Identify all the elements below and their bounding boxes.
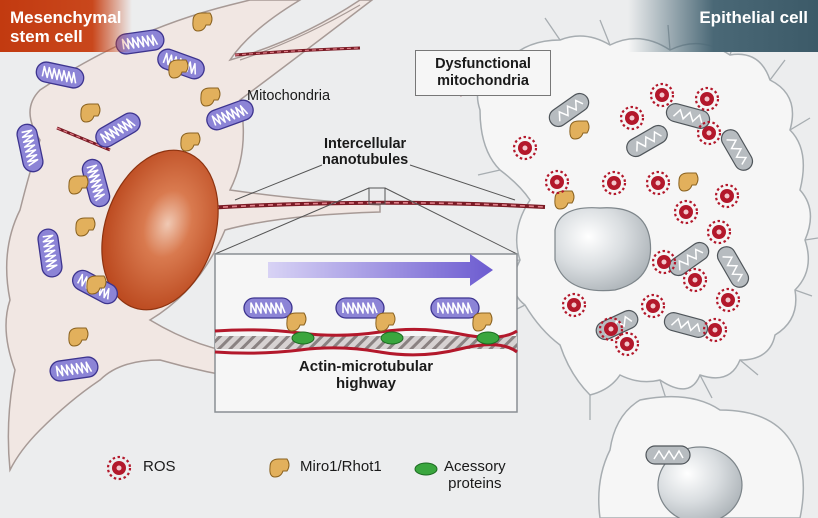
mitochondria-label: Mitochondria bbox=[247, 88, 331, 104]
epithelial-cell-tag: Epithelial cell bbox=[628, 0, 818, 52]
mesenchymal-stem-cell-tag: Mesenchymal stem cell bbox=[0, 0, 132, 52]
mesenchymal-tag-line2: stem cell bbox=[10, 27, 83, 46]
dysfunctional-line1: Dysfunctional bbox=[435, 56, 531, 72]
highway-line2: highway bbox=[335, 374, 396, 392]
epithelial-tag-text: Epithelial cell bbox=[699, 8, 808, 27]
epithelial-nucleus bbox=[554, 207, 652, 292]
mesenchymal-nucleus bbox=[101, 149, 219, 311]
legend-accessory-line1: Acessory bbox=[444, 458, 506, 475]
actin-microtubular-highway-label: Actin-microtubular highway bbox=[215, 358, 517, 393]
transport-direction-arrow bbox=[268, 254, 493, 286]
mesenchymal-tag-line1: Mesenchymal bbox=[10, 8, 122, 27]
legend-miro-label: Miro1/Rhot1 bbox=[300, 458, 382, 475]
legend-accessory-label: Acessory proteins bbox=[444, 458, 506, 493]
legend-accessory-line2: proteins bbox=[448, 474, 502, 492]
nanotubules-line2: nanotubules bbox=[322, 152, 409, 169]
highway-line1: Actin-microtubular bbox=[298, 358, 434, 375]
legend-accessory-icon bbox=[414, 462, 438, 476]
dysfunctional-line2: mitochondria bbox=[437, 73, 529, 89]
legend-ros-label: ROS bbox=[143, 458, 176, 475]
intercellular-nanotubules-label: Intercellular nanotubules bbox=[322, 136, 408, 168]
nanotubules-line1: Intercellular bbox=[324, 136, 407, 152]
dysfunctional-mitochondria-label: Dysfunctional mitochondria bbox=[415, 50, 551, 96]
